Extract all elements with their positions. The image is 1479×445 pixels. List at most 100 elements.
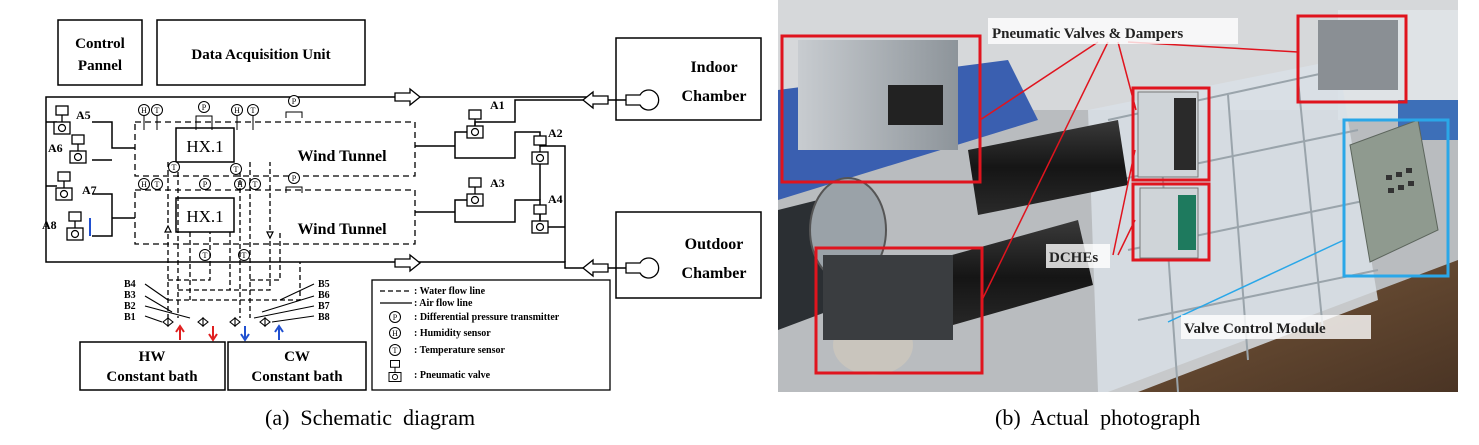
valve-a1-label: A1 bbox=[490, 98, 505, 112]
highlight-valve-upper bbox=[780, 34, 982, 184]
svg-text:H: H bbox=[141, 180, 147, 189]
svg-text:P: P bbox=[393, 313, 398, 322]
outdoor-chamber-label-2: Chamber bbox=[682, 265, 747, 282]
legend-temperature-icon bbox=[389, 344, 401, 356]
schematic-diagram: Control Pannel Data Acquisition Unit Ind… bbox=[42, 19, 762, 391]
valve-a6 bbox=[69, 134, 87, 164]
insulated-pipe-upper bbox=[968, 120, 1128, 215]
wind-tunnel-1-label: Wind Tunnel bbox=[297, 148, 387, 165]
svg-text:H: H bbox=[234, 106, 240, 115]
legend-water-flow: : Water flow line bbox=[414, 286, 486, 297]
cw-bath-box bbox=[227, 341, 367, 391]
svg-text:B8: B8 bbox=[318, 312, 330, 323]
valve-a2-label: A2 bbox=[548, 126, 563, 140]
leader-line-module bbox=[1167, 239, 1345, 323]
data-acquisition-label: Data Acquisition Unit bbox=[191, 47, 330, 63]
valve-a4-label: A4 bbox=[548, 192, 563, 206]
svg-text:B2: B2 bbox=[124, 301, 136, 312]
control-panel-label-2: Pannel bbox=[78, 58, 122, 74]
caption-a: (a) Schematic diagram bbox=[265, 405, 476, 430]
highlight-dche-lower bbox=[1131, 182, 1211, 262]
outdoor-chamber-label: Outdoor bbox=[685, 236, 744, 253]
wind-tunnel-2-label: Wind Tunnel bbox=[297, 221, 387, 238]
dche-core-upper bbox=[1174, 98, 1196, 170]
valve-actuator-corner bbox=[1318, 20, 1398, 90]
control-panel-label: Control bbox=[75, 36, 125, 52]
valve-a7-label: A7 bbox=[82, 183, 97, 197]
flow-arrows bbox=[394, 87, 609, 278]
svg-text:T: T bbox=[393, 346, 398, 355]
svg-text:H: H bbox=[141, 106, 147, 115]
indoor-chamber-label-2: Chamber bbox=[682, 88, 747, 105]
valve-a8-label: A8 bbox=[42, 218, 57, 232]
hw-bath-label-2: Constant bath bbox=[106, 369, 198, 385]
svg-text:T: T bbox=[155, 106, 160, 115]
highlight-valve-lower bbox=[814, 246, 984, 375]
highlight-frames bbox=[780, 14, 1450, 375]
water-flow-lines bbox=[167, 162, 301, 318]
highlight-dche-upper bbox=[1131, 86, 1211, 182]
water-valve-labels-left: B4 B3 B2 B1 bbox=[124, 279, 136, 323]
sensor-symbols-1: H T P H T P T bbox=[141, 97, 297, 172]
svg-text:T: T bbox=[172, 163, 177, 172]
data-acquisition-box bbox=[156, 19, 366, 86]
hot-water-arrows bbox=[175, 324, 218, 342]
water-valve-labels-right: B5 B6 B7 B8 bbox=[318, 279, 330, 323]
valve-a4 bbox=[531, 204, 549, 234]
legend-air-flow: : Air flow line bbox=[414, 298, 473, 309]
outdoor-chamber-box bbox=[615, 211, 762, 299]
hx-1-upper bbox=[175, 127, 235, 163]
wind-tunnel-1-box bbox=[134, 121, 416, 177]
indoor-chamber-label: Indoor bbox=[690, 59, 737, 76]
valve-a1 bbox=[466, 109, 484, 139]
svg-text:T: T bbox=[242, 251, 247, 260]
valve-a2 bbox=[531, 135, 549, 165]
svg-text:B5: B5 bbox=[318, 279, 330, 290]
label-bg-dches bbox=[1046, 244, 1110, 268]
svg-text:H: H bbox=[392, 329, 398, 338]
valve-a5 bbox=[53, 105, 71, 135]
label-bg-module bbox=[1181, 315, 1371, 339]
legend-temperature: : Temperature sensor bbox=[414, 345, 505, 356]
legend-box bbox=[371, 279, 611, 391]
cabinet-buttons bbox=[1386, 168, 1414, 193]
water-flow-arrows bbox=[164, 224, 274, 240]
svg-text:T: T bbox=[253, 180, 258, 189]
cw-bath-label: CW bbox=[284, 349, 310, 365]
valve-a8 bbox=[66, 211, 84, 241]
hw-bath-label: HW bbox=[139, 349, 166, 365]
hx-1-lower-label: HX.1 bbox=[186, 207, 223, 226]
hw-bath-box bbox=[79, 341, 226, 391]
valve-a3-label: A3 bbox=[490, 176, 505, 190]
svg-text:T: T bbox=[155, 180, 160, 189]
control-panel-box bbox=[57, 19, 143, 86]
svg-text:B3: B3 bbox=[124, 290, 136, 301]
hx-1-lower bbox=[175, 197, 235, 233]
sensors-tunnel-1 bbox=[138, 95, 303, 173]
hx-1-upper-label: HX.1 bbox=[186, 137, 223, 156]
water-valve-symbols bbox=[144, 283, 315, 328]
wind-tunnel-2-box bbox=[134, 189, 416, 245]
legend-humidity-icon bbox=[389, 327, 401, 339]
svg-text:P: P bbox=[292, 174, 297, 183]
svg-text:T: T bbox=[203, 251, 208, 260]
valve-a6-label: A6 bbox=[48, 141, 63, 155]
highlight-control-module bbox=[1342, 118, 1450, 278]
label-bg-valves bbox=[988, 18, 1238, 44]
svg-text:T: T bbox=[251, 106, 256, 115]
svg-text:B4: B4 bbox=[124, 279, 136, 290]
label-pneumatic-valves: Pneumatic Valves & Dampers bbox=[992, 26, 1183, 42]
label-dches: DCHEs bbox=[1049, 250, 1098, 266]
legend-pressure-icon bbox=[389, 311, 401, 323]
indoor-chamber-box bbox=[615, 37, 762, 121]
svg-text:B7: B7 bbox=[318, 301, 330, 312]
legend-pressure: : Differential pressure transmitter bbox=[414, 312, 560, 323]
indoor-fan-icon bbox=[625, 89, 660, 111]
svg-text:B6: B6 bbox=[318, 290, 330, 301]
svg-text:P: P bbox=[292, 97, 297, 106]
label-valve-control-module: Valve Control Module bbox=[1184, 321, 1326, 337]
svg-text:P: P bbox=[202, 103, 207, 112]
caption-b: (b) Actual photograph bbox=[995, 405, 1201, 430]
legend-pneumatic: : Pneumatic valve bbox=[414, 370, 491, 381]
svg-text:B1: B1 bbox=[124, 312, 136, 323]
